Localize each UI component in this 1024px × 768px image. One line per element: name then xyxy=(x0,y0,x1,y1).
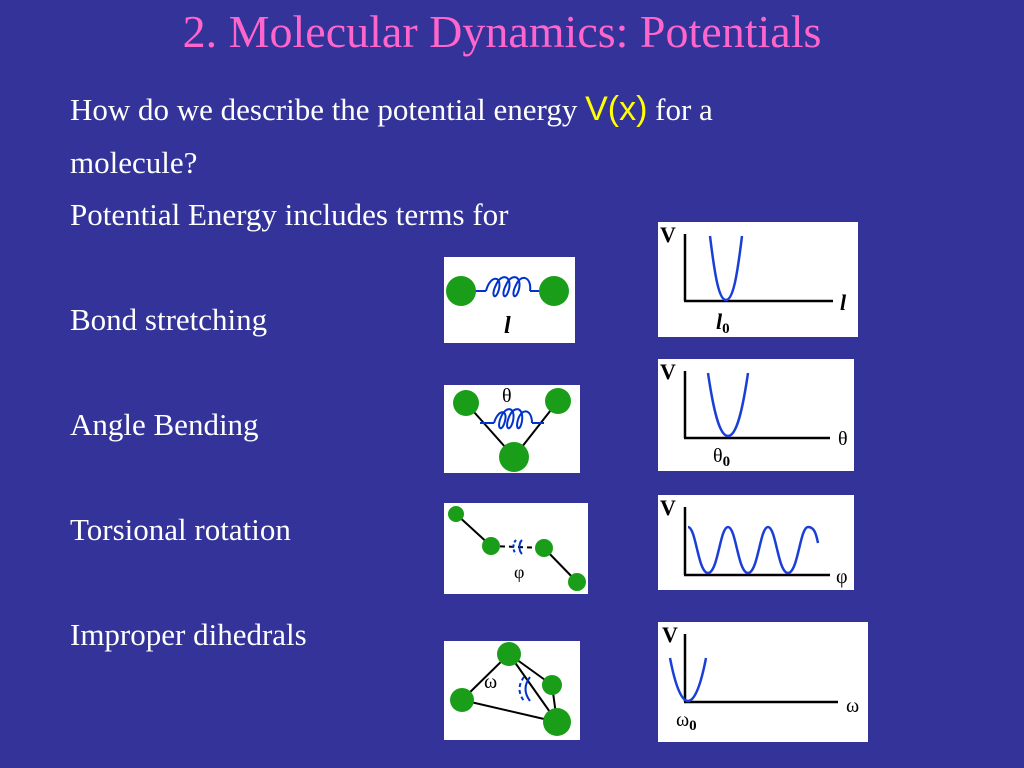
angle-min-subscript: 0 xyxy=(723,454,731,470)
term-torsional-rotation: Torsional rotation xyxy=(70,512,291,547)
improper-potential-plot: V ω ω0 xyxy=(658,622,868,742)
term-angle-bending: Angle Bending xyxy=(70,407,259,442)
improper-plot-xlabel: ω xyxy=(846,695,859,717)
svg-text:l0: l0 xyxy=(716,309,730,337)
torsion-plot-ylabel: V xyxy=(660,495,676,520)
torsion-figure: φ xyxy=(444,503,588,594)
bond-length-symbol: l xyxy=(504,313,511,339)
improper-symbol: ω xyxy=(484,671,497,693)
angle-min-label: θ xyxy=(713,445,723,467)
term-bond-stretching: Bond stretching xyxy=(70,302,268,337)
bond-stretch-figure: l xyxy=(444,257,575,343)
angle-symbol: θ xyxy=(502,385,512,407)
torsion-symbol: φ xyxy=(514,562,524,582)
bond-plot-ylabel: V xyxy=(660,222,676,247)
intro-line-1: How do we describe the potential energy … xyxy=(70,91,713,128)
angle-bend-figure: θ xyxy=(444,385,580,473)
improper-min-label: ω xyxy=(676,709,689,731)
potential-symbol: V(x) xyxy=(585,90,648,128)
angle-plot-xlabel: θ xyxy=(838,428,848,450)
torsion-potential-plot: V φ xyxy=(658,495,854,590)
improper-min-subscript: 0 xyxy=(689,718,697,734)
angle-potential-plot: V θ θ0 xyxy=(658,359,854,471)
bond-min-subscript: 0 xyxy=(722,321,730,337)
improper-potential-curve xyxy=(668,657,708,703)
svg-text:θ0: θ0 xyxy=(713,445,730,470)
angle-potential-curve xyxy=(706,372,750,438)
angle-plot-ylabel: V xyxy=(660,359,676,384)
term-improper-dihedrals: Improper dihedrals xyxy=(70,617,307,652)
bond-potential-plot: V l l0 xyxy=(658,222,858,337)
intro-text-before: How do we describe the potential energy xyxy=(70,92,586,127)
bond-min-label: l xyxy=(716,309,723,334)
slide-title: 2. Molecular Dynamics: Potentials xyxy=(182,6,822,57)
includes-line: Potential Energy includes terms for xyxy=(70,197,509,232)
improper-dihedral-figure: ω xyxy=(444,641,580,740)
bond-potential-curve xyxy=(708,235,744,302)
torsion-plot-xlabel: φ xyxy=(836,566,848,588)
intro-text-after: for a xyxy=(647,92,713,127)
torsion-potential-curve xyxy=(687,525,820,575)
improper-plot-ylabel: V xyxy=(662,622,678,647)
intro-line-2: molecule? xyxy=(70,145,198,180)
svg-text:ω0: ω0 xyxy=(676,709,697,734)
bond-plot-xlabel: l xyxy=(840,290,847,315)
